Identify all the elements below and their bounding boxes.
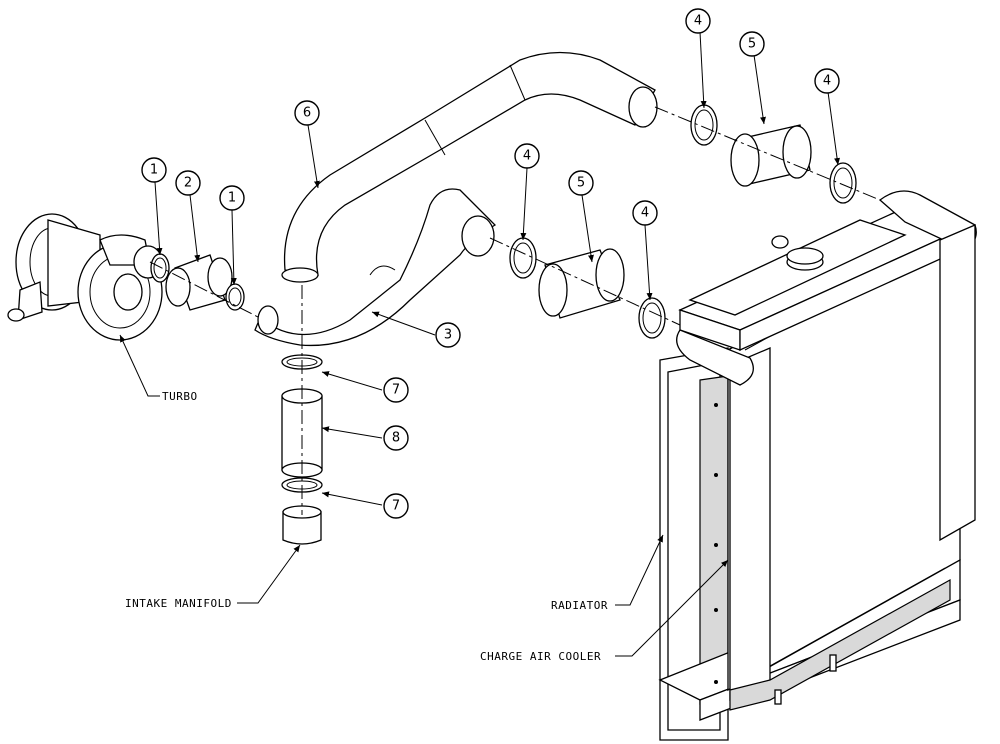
label-turbo: TURBO <box>162 390 198 403</box>
callout-4d: 4 <box>814 68 840 94</box>
svg-text:3: 3 <box>444 328 452 343</box>
upper-coupler-parts <box>690 104 857 204</box>
svg-text:4: 4 <box>694 14 702 29</box>
callout-4b: 4 <box>632 200 658 226</box>
svg-text:2: 2 <box>184 176 192 191</box>
turbo-outlet-parts <box>150 253 245 311</box>
callout-4a: 4 <box>514 143 540 169</box>
callout-1a: 1 <box>141 157 167 183</box>
callout-7b: 7 <box>383 493 409 519</box>
label-radiator: RADIATOR <box>551 599 608 612</box>
callout-5a: 5 <box>568 170 594 196</box>
svg-text:4: 4 <box>823 74 831 89</box>
svg-text:5: 5 <box>577 176 585 191</box>
callout-4c: 4 <box>685 8 711 34</box>
svg-text:4: 4 <box>523 149 531 164</box>
callout-7a: 7 <box>383 377 409 403</box>
svg-text:1: 1 <box>228 191 236 206</box>
turbo-illustration <box>7 213 163 341</box>
svg-text:1: 1 <box>150 163 158 178</box>
label-intake-manifold: INTAKE MANIFOLD <box>125 597 232 610</box>
callout-2: 2 <box>175 170 201 196</box>
svg-text:4: 4 <box>641 206 649 221</box>
callout-1b: 1 <box>219 185 245 211</box>
svg-text:5: 5 <box>748 37 756 52</box>
leader-lines <box>119 31 841 657</box>
callout-8: 8 <box>383 425 409 451</box>
callout-6: 6 <box>294 100 320 126</box>
tube-6 <box>281 51 658 283</box>
svg-text:7: 7 <box>392 383 400 398</box>
callout-5b: 5 <box>739 31 765 57</box>
svg-text:7: 7 <box>392 499 400 514</box>
center-lines <box>149 106 881 515</box>
lower-coupler-parts <box>509 237 666 339</box>
label-charge-air-cooler: CHARGE AIR COOLER <box>480 650 601 663</box>
callout-3: 3 <box>435 322 461 348</box>
svg-text:6: 6 <box>303 106 311 121</box>
intake-stack <box>281 354 323 545</box>
svg-text:8: 8 <box>392 431 400 446</box>
radiator-assembly <box>658 190 977 741</box>
